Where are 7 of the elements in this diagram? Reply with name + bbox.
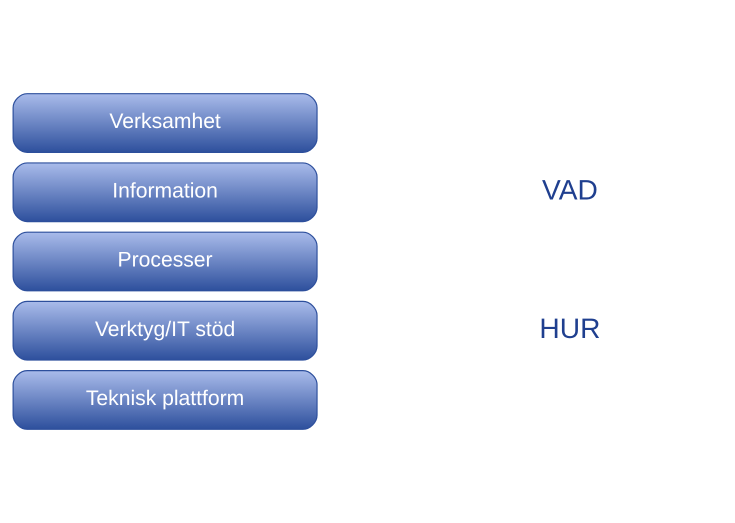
label: VAD bbox=[542, 174, 598, 206]
node-box: Processer bbox=[12, 232, 318, 292]
node-box: Verktyg/IT stöd bbox=[12, 300, 318, 361]
label: HUR bbox=[539, 313, 600, 344]
node-box: Information bbox=[12, 162, 318, 222]
node-box: Teknisk plattform bbox=[12, 370, 318, 430]
node-box: Verksamhet bbox=[12, 93, 318, 153]
